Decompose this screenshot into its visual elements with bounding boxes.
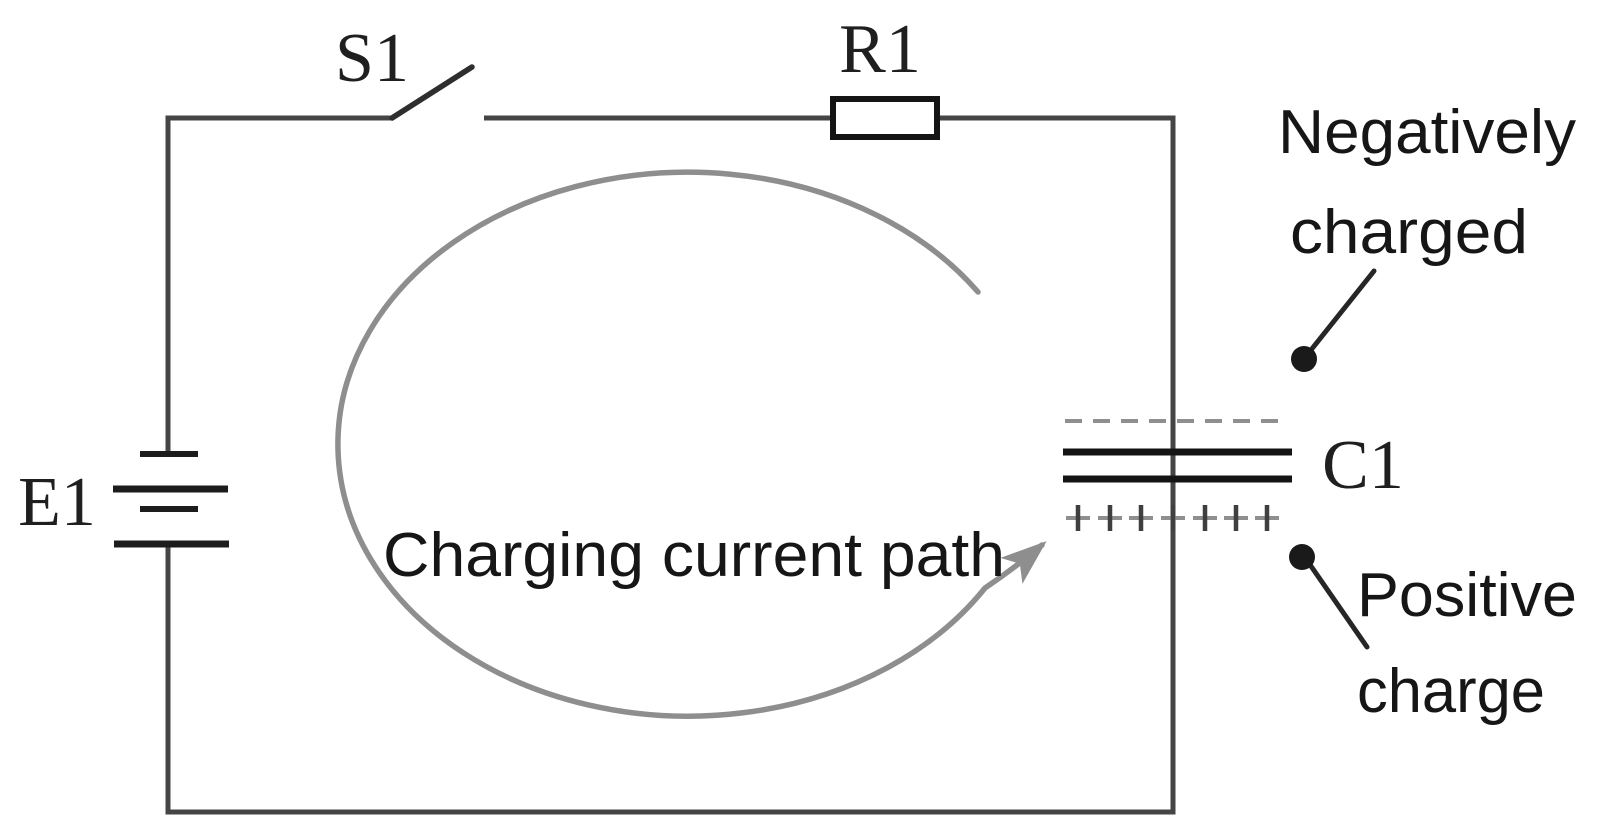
plus-row-vertical-strokes xyxy=(1075,505,1270,531)
switch-label: S1 xyxy=(335,20,409,97)
resistor-label: R1 xyxy=(839,11,921,88)
negative-annotation-line1: Negatively xyxy=(1278,98,1576,167)
positive-annotation-line1: Positive xyxy=(1357,561,1577,630)
switch-s1: S1 xyxy=(335,20,475,121)
current-path-arc xyxy=(335,169,1047,719)
positive-pointer-line xyxy=(1301,553,1370,650)
charging-current-arrow: Charging current path xyxy=(335,169,1047,719)
negative-pointer-dot-icon xyxy=(1291,346,1317,372)
wire-top-right-bottom xyxy=(165,115,1176,815)
negative-plate-annotation: Negatively charged xyxy=(1278,98,1576,372)
positive-plate-annotation: Positive charge xyxy=(1289,544,1577,726)
switch-blade xyxy=(389,64,475,121)
battery-label: E1 xyxy=(18,464,96,541)
positive-annotation-line2: charge xyxy=(1357,657,1545,726)
circuit-wires xyxy=(165,115,1176,815)
resistor-body xyxy=(830,96,940,140)
battery-e1: E1 xyxy=(18,451,229,548)
capacitor-label: C1 xyxy=(1322,427,1404,504)
positive-charge-row-icon xyxy=(1066,505,1279,531)
wire-left-top xyxy=(165,115,392,452)
negative-pointer-line xyxy=(1304,268,1377,358)
resistor-r1: R1 xyxy=(830,11,940,140)
charging-path-label: Charging current path xyxy=(383,521,1005,590)
capacitor-c1: C1 xyxy=(1063,419,1404,531)
negative-annotation-line2: charged xyxy=(1290,198,1528,267)
positive-pointer-dot-icon xyxy=(1289,544,1315,570)
